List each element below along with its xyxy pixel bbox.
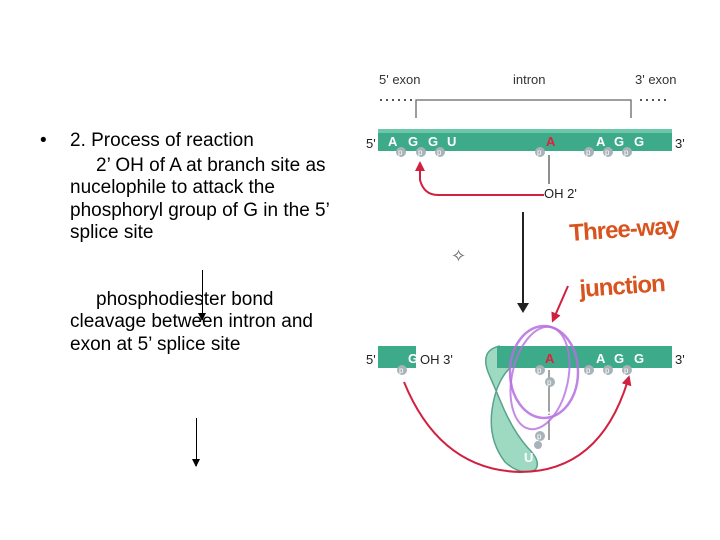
down-arrow-1 <box>198 270 206 321</box>
branch-phosphate-3 <box>534 441 542 449</box>
top-phosphates: p p p p p p p <box>396 147 632 157</box>
label-3-exon: 3' exon <box>635 72 677 87</box>
star-mark-icon: ✧ <box>451 246 466 266</box>
label-intron: intron <box>513 72 546 87</box>
base-G-3ss: G <box>614 134 624 149</box>
intron-bracket <box>415 99 632 118</box>
bullet-item: • 2. Process of reaction <box>40 130 340 153</box>
phosphate-p: p <box>537 432 542 441</box>
phosphate-p: p <box>437 148 442 157</box>
phosphate-p: p <box>398 148 403 157</box>
phosphate-p: p <box>605 148 610 157</box>
lariat-base-U: U <box>524 450 533 465</box>
free-exon-phosphate <box>397 365 407 375</box>
free-exon-base-G: G <box>408 351 418 366</box>
phosphate-p: p <box>586 366 591 375</box>
bottom-3-prime-label: 3' <box>675 352 685 367</box>
lariat-base-G: G <box>541 408 551 423</box>
base-G-exon: G <box>408 134 418 149</box>
top-5-prime-label: 5' <box>366 136 376 151</box>
phosphate-p: p <box>537 148 542 157</box>
paragraph-nucleophile: 2’ OH of A at branch site as nucelophile… <box>40 155 340 245</box>
free-5-exon <box>378 346 416 368</box>
exon-ligation-arrow <box>403 375 632 474</box>
bottom-rna-strand <box>497 346 672 368</box>
junction-ring-2 <box>509 325 571 431</box>
top-rna-strand <box>378 129 672 151</box>
junction-label-line2: junction <box>578 270 666 303</box>
phosphate-p: p <box>586 148 591 157</box>
paragraph-cleavage: phosphodiester bond cleavage between int… <box>40 289 340 357</box>
lariat-loop <box>485 345 539 473</box>
bottom-strand-bases: A A G G <box>545 351 644 366</box>
bottom-phosphates: p p p p <box>535 365 632 375</box>
bullet-dot: • <box>40 130 47 151</box>
top-strand-highlight <box>378 129 672 133</box>
base-A-3ss: A <box>596 134 606 149</box>
base-A-3ss-bottom: A <box>596 351 606 366</box>
label-oh-2-prime: OH 2' <box>544 186 577 201</box>
branch-phosphate-1 <box>545 377 555 387</box>
phosphate-p: p <box>624 148 629 157</box>
branch-A: A <box>545 351 555 366</box>
base-G-exon3: G <box>634 134 644 149</box>
base-A-branch: A <box>546 134 556 149</box>
phosphate-p: p <box>537 366 542 375</box>
label-oh-3-prime: OH 3' <box>420 352 453 367</box>
paragraph-nucleophile-text: 2’ OH of A at branch site as nucelophile… <box>70 154 330 244</box>
item-title: 2. Process of reaction <box>70 130 254 151</box>
base-A-exon: A <box>388 134 398 149</box>
top-strand-bases: A G G U A A G G <box>388 134 644 149</box>
nucleophilic-attack-arrow <box>415 161 544 196</box>
bottom-5-prime-label: 5' <box>366 352 376 367</box>
base-G-3ss-bottom: G <box>614 351 624 366</box>
base-G-intron: G <box>428 134 438 149</box>
text-block: • 2. Process of reaction 2’ OH of A at b… <box>40 130 340 356</box>
phosphate-p: p <box>547 378 552 387</box>
phosphate-p: p <box>399 366 404 375</box>
junction-ring-1 <box>508 324 580 420</box>
top-3-prime-label: 3' <box>675 136 685 151</box>
base-G-exon3-bottom: G <box>634 351 644 366</box>
branch-phosphate-2 <box>535 431 545 441</box>
phosphate-p: p <box>624 366 629 375</box>
phosphate-p: p <box>605 366 610 375</box>
base-U-intron: U <box>447 134 456 149</box>
label-5-exon: 5' exon <box>379 72 421 87</box>
phosphate-p: p <box>418 148 423 157</box>
paragraph-cleavage-text: phosphodiester bond cleavage between int… <box>70 288 313 355</box>
junction-label-line1: Three-way <box>569 212 682 247</box>
down-arrow-2 <box>192 418 200 467</box>
junction-pointer-arrow <box>551 285 569 323</box>
